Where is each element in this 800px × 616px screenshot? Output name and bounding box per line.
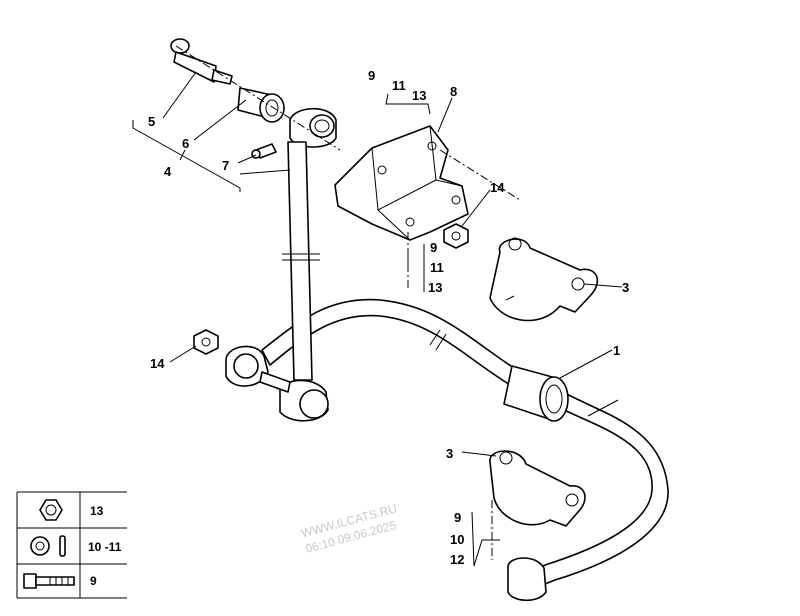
callout-14-upper[interactable]: 14 (490, 180, 505, 195)
grease-nipple[interactable] (251, 143, 277, 159)
lower-end-link[interactable] (507, 557, 547, 602)
callout-5[interactable]: 5 (148, 114, 155, 129)
group1-item-9[interactable]: 9 (368, 68, 375, 83)
callout-6[interactable]: 6 (182, 136, 189, 151)
mounting-bracket[interactable] (334, 125, 469, 241)
group2-item-9[interactable]: 9 (430, 240, 437, 255)
group3-item-12[interactable]: 12 (450, 552, 464, 567)
clamp-bracket-lower[interactable] (489, 450, 586, 527)
nut-icon (39, 499, 63, 521)
callout-3-upper[interactable]: 3 (622, 280, 629, 295)
callout-14-lower[interactable]: 14 (150, 356, 165, 371)
callout-4[interactable]: 4 (164, 164, 172, 179)
legend-table: 13 10 -11 9 (16, 491, 127, 599)
nut-upper[interactable] (443, 223, 469, 249)
bushing[interactable] (503, 365, 569, 422)
callout-1-label[interactable]: 1 (613, 343, 620, 358)
clamp-bracket-upper[interactable] (489, 237, 599, 322)
group1-item-11[interactable]: 11 (392, 78, 406, 93)
lower-link-end[interactable] (225, 345, 291, 393)
washer-icon (30, 535, 66, 557)
group3-item-10[interactable]: 10 (450, 532, 464, 547)
callout-3-lower[interactable]: 3 (446, 446, 453, 461)
leader-lines (162, 71, 623, 567)
nut-lower[interactable] (193, 329, 219, 355)
legend-label-nut: 13 (90, 504, 104, 518)
group1-item-13[interactable]: 13 (412, 88, 426, 103)
watermark: WWW.ILCATS.RU 06:10 09.06.2025 (300, 501, 399, 555)
group3-item-9[interactable]: 9 (454, 510, 461, 525)
group-4-bracket (132, 120, 241, 192)
callout-8[interactable]: 8 (450, 84, 457, 99)
group2-item-11[interactable]: 11 (430, 260, 444, 275)
sleeve[interactable] (237, 87, 285, 123)
bolt-icon (23, 573, 75, 589)
callout-7[interactable]: 7 (222, 158, 229, 173)
pin-bolt[interactable] (170, 38, 233, 85)
link-rod[interactable] (279, 108, 337, 422)
assembly-lines (175, 45, 521, 560)
group2-item-13[interactable]: 13 (428, 280, 442, 295)
legend-label-bolt: 9 (90, 574, 97, 588)
legend-label-washer: 10 -11 (88, 540, 122, 554)
